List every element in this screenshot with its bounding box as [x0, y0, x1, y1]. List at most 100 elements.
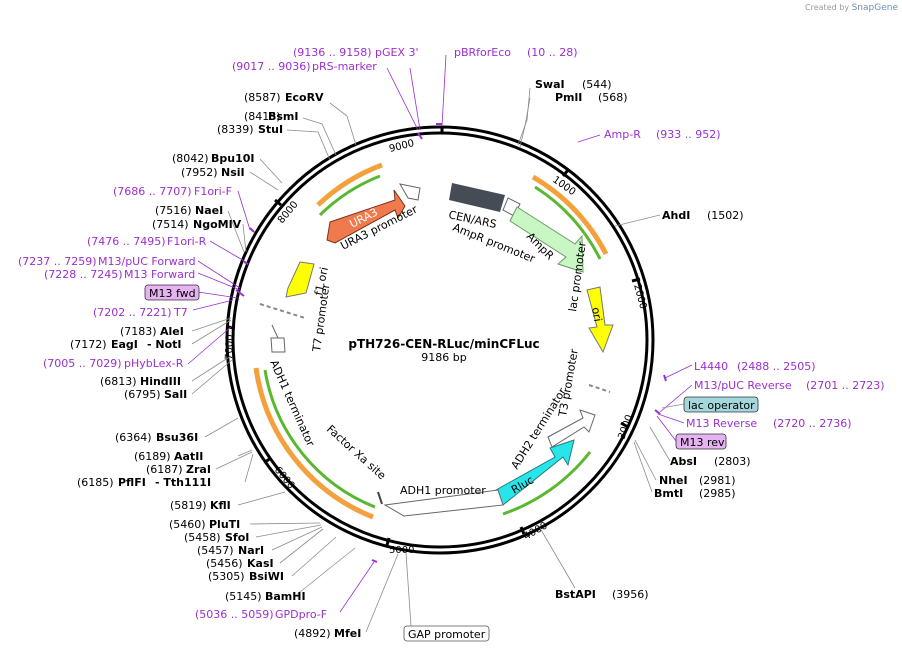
backbone-outer [225, 125, 655, 555]
adh2-terminator-feature [547, 409, 596, 448]
backbone-inner [231, 131, 649, 549]
site-name-nsii: NsiI [221, 166, 245, 179]
primer-name-f1orif: F1ori-F [194, 185, 232, 198]
primer-mark-gpd [371, 559, 378, 563]
lac-promoter-mark [588, 384, 611, 393]
leader-m13fwd-box [197, 291, 239, 299]
factor-xa-site-mark [377, 491, 383, 505]
leader-lacop [661, 403, 685, 409]
leader-absi [649, 426, 671, 462]
adh1-promoter-label: ADH1 promoter [400, 484, 486, 497]
site-pos-pluti: (5460) [169, 518, 206, 531]
site-pos-pflfi: (6185) [77, 476, 114, 489]
leader-swai [517, 87, 531, 146]
ampr-feature [509, 206, 584, 273]
primer-range-m13fwd: (7228 .. 7245) [44, 268, 123, 281]
primer-leaders [187, 54, 693, 613]
leader-ngomiv [242, 223, 247, 253]
primer-name-m13fwd: M13 Forward [124, 268, 195, 281]
primer-mark-f1orir [243, 261, 249, 265]
site-name-mfei: MfeI [334, 627, 361, 640]
primer-range-gpdprof: (5036 .. 5059) [195, 608, 274, 621]
site-pos-hindiii: (6813) [100, 375, 137, 388]
leader-nari [271, 526, 323, 551]
leader-sali [191, 359, 233, 395]
site-pos-ecorv: (8587) [244, 91, 281, 104]
site-name-noti: - NotI [147, 338, 182, 351]
site-pos-nari: (5457) [197, 544, 234, 557]
leader-alei [191, 317, 232, 332]
site-pos-bstapi: (3956) [612, 588, 649, 601]
primer-mark-m13fwd [235, 289, 245, 297]
leader-pgex [409, 67, 421, 131]
site-pos-nsii: (7952) [181, 166, 218, 179]
tick-mark-7000 [227, 325, 236, 330]
site-pos-bpu10i: (8042) [172, 152, 209, 165]
cenars-feature [449, 183, 505, 212]
site-name-absi: AbsI [670, 455, 697, 468]
leader-ecorv [329, 102, 357, 146]
leader-naei [227, 210, 245, 253]
site-pos-bmti: (2985) [699, 487, 736, 500]
leader-gpd [339, 561, 375, 613]
leader-bsmi [302, 117, 337, 156]
primer-range-ampr: (933 .. 952) [656, 128, 721, 141]
rluc-feature [495, 439, 575, 506]
site-name-naei: NaeI [195, 204, 223, 217]
tick-mark-3000 [620, 421, 629, 429]
primer-name-f1orir: F1ori-R [167, 235, 207, 248]
plasmid-size: 9186 bp [421, 351, 466, 364]
leader-m13pucfwd [197, 260, 241, 289]
leader-zrai [215, 451, 253, 470]
primer-range-t7: (7202 .. 7221) [93, 306, 172, 319]
factor-xa-label: Factor Xa site [324, 423, 388, 483]
primer-marks [235, 123, 667, 563]
orf-arc-ampr-outer [531, 174, 609, 256]
orf-arc-fluc-outer [253, 367, 374, 520]
leader-bpu10i [259, 158, 283, 184]
leader-kfli [237, 491, 286, 506]
site-name-sali: SalI [164, 388, 187, 401]
site-pos-aatii: (6189) [134, 450, 171, 463]
scale-ticks [227, 127, 641, 546]
site-name-bstapi: BstAPI [555, 588, 596, 601]
leader-bstapi [539, 527, 576, 589]
primer-name-prsmarker: pRS-marker [312, 60, 377, 73]
site-pos-nhei: (2981) [699, 474, 736, 487]
site-pos-sali: (6795) [124, 388, 161, 401]
tick-label-3000: 3000 [616, 413, 635, 441]
site-pos-kfli: (5819) [170, 499, 207, 512]
snapgene-credit: Created by SnapGene [805, 3, 898, 13]
primer-name-phyblex: pHybLex-R [124, 357, 184, 370]
leader-bmti [633, 441, 653, 493]
site-name-bpu10i: Bpu10I [211, 152, 255, 165]
site-pos-sfoi: (5458) [184, 531, 221, 544]
primer-mark-f1orif [249, 227, 255, 233]
leader-phyblex [187, 325, 233, 365]
m13-rev-box [675, 433, 727, 450]
credit-prefix: Created by [805, 3, 850, 12]
orf-arcs [253, 162, 609, 520]
site-leaders [191, 87, 671, 633]
primer-range-pbrforeco: (10 .. 28) [527, 46, 578, 59]
primer-name-m13pucrev: M13/pUC Reverse [694, 379, 792, 392]
tick-mark-5000 [385, 537, 391, 546]
site-name-kfli: KflI [210, 499, 231, 512]
leader-t7 [192, 299, 234, 311]
tick-mark-4000 [519, 526, 526, 535]
site-name-sfoi: SfoI [225, 531, 249, 544]
leader-eagi [191, 319, 232, 345]
leader-gap [405, 552, 412, 627]
tick-label-5000: 5000 [389, 545, 414, 556]
adh1-promoter-feature [383, 489, 504, 517]
site-name-nhei: NheI [659, 474, 688, 487]
site-name-eagi: EagI [111, 338, 138, 351]
site-name-bsu36i: Bsu36I [156, 431, 198, 444]
tick-label-7000: 7000 [224, 334, 236, 360]
site-name-swai: SwaI [535, 78, 565, 91]
site-name-zrai: ZraI [186, 463, 211, 476]
gap-promoter-box [403, 625, 490, 642]
site-name-pmli: PmlI [555, 91, 582, 104]
primer-range-m13pucfwd: (7237 .. 7259) [18, 255, 97, 268]
site-pos-pmli: (568) [598, 91, 628, 104]
